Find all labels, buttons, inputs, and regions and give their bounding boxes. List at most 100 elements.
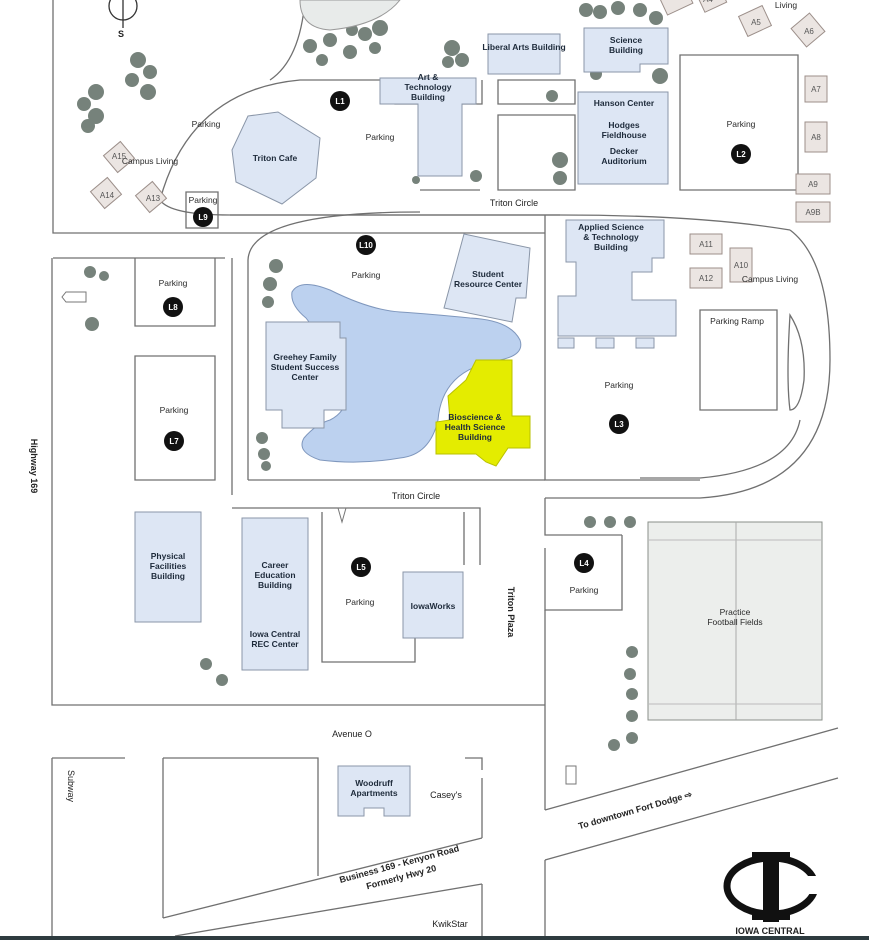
unit-a13: A13 xyxy=(146,194,161,203)
apartment-unit-labels: A4 A5 A6 A7 A8 A9 A9B A10 A11 A12 A13 A1… xyxy=(100,0,822,283)
physical-facilities-building[interactable] xyxy=(134,511,202,623)
apartments-layer xyxy=(89,0,831,289)
unit-a8: A8 xyxy=(811,133,821,142)
misc-rect xyxy=(565,765,577,785)
kwikstar-label: KwikStar xyxy=(432,919,468,929)
parking-l7-label: Parking xyxy=(160,405,189,415)
compass-label: S xyxy=(118,29,124,39)
subway-label: Subway xyxy=(66,770,76,803)
greehey-center[interactable] xyxy=(265,321,347,429)
lot-l5[interactable]: L5 Parking xyxy=(346,557,375,607)
unit-a11: A11 xyxy=(699,240,713,249)
pin-l8: L8 xyxy=(168,303,178,312)
misc-triangle xyxy=(337,507,347,524)
campus-living-east-label: Campus Living xyxy=(742,274,798,284)
triton-cafe[interactable] xyxy=(231,111,321,205)
trees xyxy=(77,1,668,751)
pin-l9: L9 xyxy=(198,213,208,222)
woodruff-apartments[interactable] xyxy=(337,765,411,817)
parking-l10-label: Parking xyxy=(352,270,381,280)
pin-l2: L2 xyxy=(736,150,746,159)
lot-l8[interactable]: L8 Parking xyxy=(159,278,188,317)
campus-living-west-label: Campus Living xyxy=(122,156,178,166)
practice-fields xyxy=(647,521,823,721)
liberal-arts-name: Liberal Arts Building xyxy=(482,42,565,52)
parking-l8-label: Parking xyxy=(159,278,188,288)
parking-ramp-label: Parking Ramp xyxy=(710,316,764,326)
downtown-label: To downtown Fort Dodge ⇨ xyxy=(577,789,693,831)
pin-l10: L10 xyxy=(359,241,373,250)
pin-l1: L1 xyxy=(335,97,345,106)
pin-l5: L5 xyxy=(356,563,366,572)
misc-shape xyxy=(61,291,87,303)
unit-a7: A7 xyxy=(811,85,821,94)
parking-l3-label: Parking xyxy=(605,380,634,390)
triton-circle-north-label: Triton Circle xyxy=(490,198,538,208)
parking-l1-label: Parking xyxy=(366,132,395,142)
lot-l4[interactable]: L4 Parking xyxy=(570,553,599,595)
parking-l5-label: Parking xyxy=(346,597,375,607)
applied-science-building[interactable] xyxy=(557,219,677,337)
unit-a12: A12 xyxy=(699,274,714,283)
avenue-o-label: Avenue O xyxy=(332,729,372,739)
student-resource-center[interactable] xyxy=(443,233,531,323)
north-green xyxy=(299,0,401,31)
science-building[interactable] xyxy=(583,27,669,73)
triton-plaza-label: Triton Plaza xyxy=(506,587,516,639)
liberal-arts-label: Liberal Arts Building xyxy=(482,42,565,52)
compass xyxy=(108,0,138,28)
logo-text: IOWA CENTRAL xyxy=(735,926,805,936)
lot-l2[interactable]: L2 Parking xyxy=(727,119,756,164)
bioscience-building-highlight[interactable] xyxy=(435,359,531,467)
parking-l9-label: Parking xyxy=(189,195,218,205)
hanson-hodges-decker[interactable] xyxy=(577,91,669,185)
lot-l10[interactable]: L10 Parking xyxy=(352,235,381,280)
lot-l3[interactable]: L3 Parking xyxy=(605,380,634,434)
liberal-arts-building[interactable] xyxy=(487,33,561,75)
lot-l9[interactable]: L9 Parking xyxy=(189,195,218,227)
unit-a4: A4 xyxy=(703,0,713,4)
lot-l1[interactable]: L1 Parking xyxy=(330,91,395,142)
campus-living-top-label: Living xyxy=(775,0,797,10)
career-education-building[interactable] xyxy=(241,517,309,671)
parking-west-label: Parking xyxy=(192,119,221,129)
unit-a10: A10 xyxy=(734,261,749,270)
iowa-central-logo xyxy=(723,852,821,922)
pin-l4: L4 xyxy=(579,559,589,568)
unit-a15: A15 xyxy=(112,152,127,161)
caseys-label: Casey's xyxy=(430,790,462,800)
parking-l2-label: Parking xyxy=(727,119,756,129)
unit-a5: A5 xyxy=(751,18,761,27)
triton-circle-south-label: Triton Circle xyxy=(392,491,440,501)
buildings-layer xyxy=(134,27,677,817)
pin-l7: L7 xyxy=(169,437,179,446)
unit-a9b: A9B xyxy=(805,208,820,217)
iowaworks-label: IowaWorks xyxy=(411,601,456,611)
unit-a9: A9 xyxy=(808,180,818,189)
unit-a14: A14 xyxy=(100,191,115,200)
triton-cafe-label: Triton Cafe xyxy=(253,153,298,163)
lot-l7[interactable]: L7 Parking xyxy=(160,405,189,451)
parking-l4-label: Parking xyxy=(570,585,599,595)
highway-169-label: Highway 169 xyxy=(29,439,39,494)
art-technology-building[interactable] xyxy=(379,77,477,177)
bottom-bar xyxy=(0,936,869,940)
pin-l3: L3 xyxy=(614,420,624,429)
unit-a6: A6 xyxy=(804,27,814,36)
hanson-label: Hanson Center xyxy=(594,98,655,108)
iowaworks-building[interactable] xyxy=(402,571,464,639)
